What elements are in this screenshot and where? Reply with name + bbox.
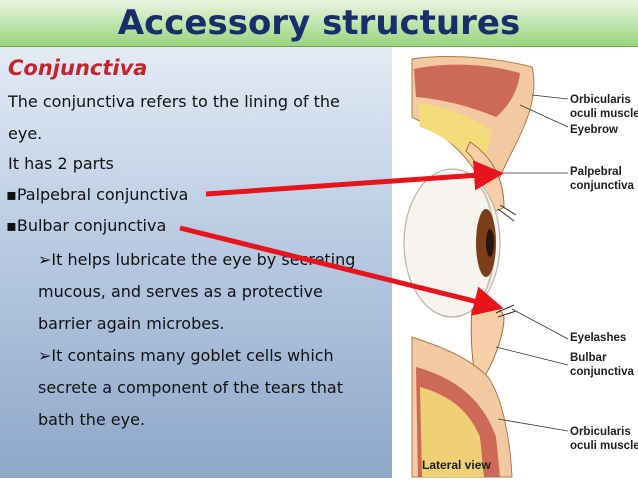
square-bullet-icon: ▪ <box>6 185 17 204</box>
arrow-bullet-icon: ➢ <box>38 250 52 269</box>
body-line-7: mucous, and serves as a protective <box>38 282 323 301</box>
body-line-1: The conjunctiva refers to the lining of … <box>8 92 340 111</box>
sub-item-label: It helps lubricate the eye by secreting <box>51 250 356 269</box>
sub-item-label: It contains many goblet cells which <box>51 346 334 365</box>
label-bulbar-1: Bulbar <box>570 352 607 364</box>
list-item-palpebral: ▪Palpebral conjunctiva <box>6 185 188 204</box>
label-orbicularis-top-2: oculi muscle <box>570 108 638 120</box>
body-line-3: It has 2 parts <box>8 154 114 173</box>
label-orbicularis-bottom-1: Orbicularis <box>570 426 631 438</box>
section-subheading: Conjunctiva <box>8 56 148 80</box>
label-lateral-view: Lateral view <box>422 458 491 472</box>
body-line-8: barrier again microbes. <box>38 314 225 333</box>
list-item-bulbar: ▪Bulbar conjunctiva <box>6 216 166 235</box>
label-bulbar-2: conjunctiva <box>570 366 635 378</box>
title-bar <box>0 0 638 47</box>
list-item-label: Bulbar conjunctiva <box>16 216 167 235</box>
slide-title: Accessory structures <box>117 3 521 43</box>
body-line-11: bath the eye. <box>38 410 146 429</box>
arrow-bullet-icon: ➢ <box>38 346 52 365</box>
list-item-label: Palpebral conjunctiva <box>16 185 189 204</box>
label-palpebral-1: Palpebral <box>570 166 622 178</box>
leader-lines <box>495 94 569 432</box>
label-eyelashes: Eyelashes <box>570 332 626 344</box>
square-bullet-icon: ▪ <box>6 216 17 235</box>
eye-diagram: Orbicularis oculi muscle Eyebrow Palpebr… <box>403 56 638 478</box>
sub-item-goblet: ➢It contains many goblet cells which <box>38 346 334 365</box>
label-orbicularis-top-1: Orbicularis <box>570 94 631 106</box>
figure-panel: Orbicularis oculi muscle Eyebrow Palpebr… <box>392 47 638 478</box>
pupil <box>486 229 494 257</box>
brow-muscle <box>414 64 520 117</box>
body-line-2: eye. <box>8 124 43 143</box>
body-line-10: secrete a component of the tears that <box>38 378 344 397</box>
label-orbicularis-bottom-2: oculi muscle <box>570 440 638 452</box>
label-eyebrow: Eyebrow <box>570 124 618 136</box>
sub-item-lubricate: ➢It helps lubricate the eye by secreting <box>38 250 355 269</box>
lower-fat <box>420 387 484 477</box>
label-palpebral-2: conjunctiva <box>570 180 635 192</box>
